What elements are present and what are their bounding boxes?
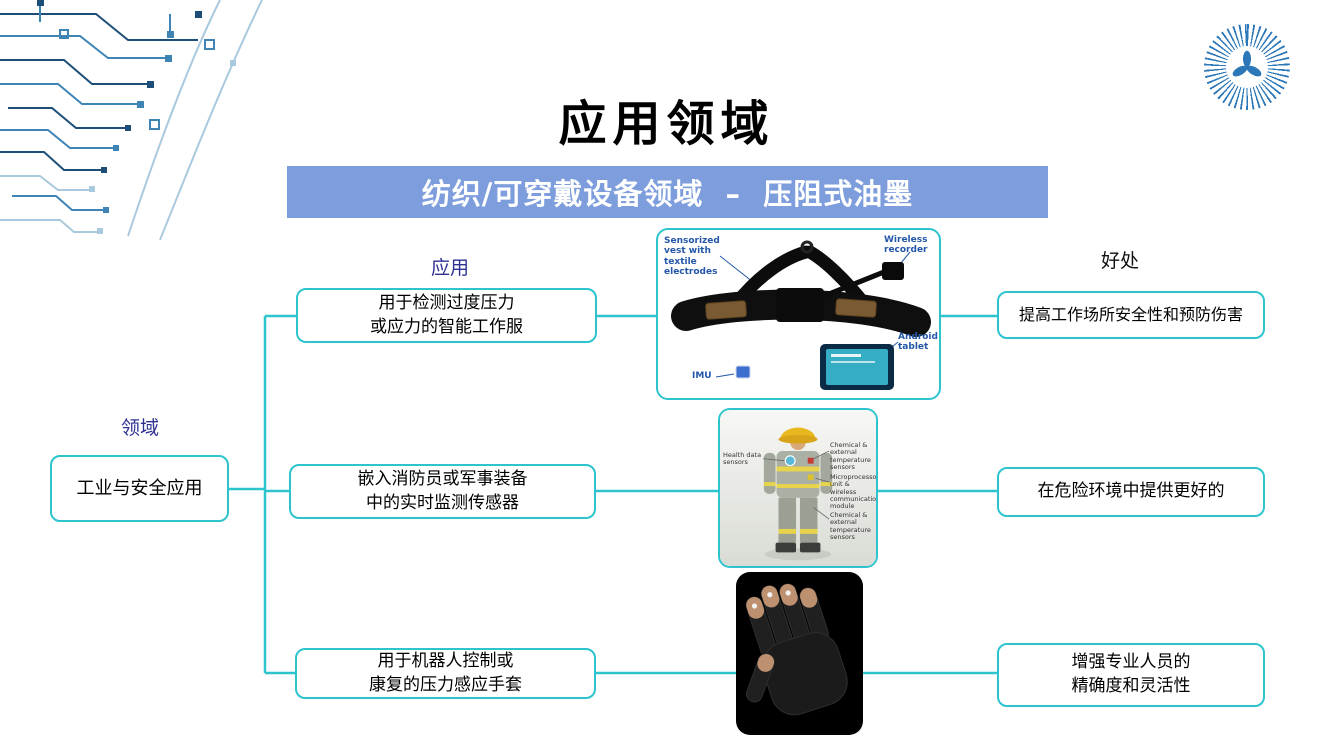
application-column-label: 应用 (430, 257, 469, 279)
imu-annotation: IMU (692, 371, 712, 381)
benefit-box-1: 提高工作场所安全性和预防伤害 (997, 291, 1265, 339)
firefighter-illustration (720, 410, 876, 566)
benefit-box-2: 在危险环境中提供更好的 (997, 467, 1265, 517)
chest-module (776, 288, 824, 322)
vest-annotation: Sensorized vest with textile electrodes (664, 236, 720, 278)
glove-figure (745, 583, 848, 716)
glove-image (736, 572, 863, 735)
benefit-box-3: 增强专业人员的 精确度和灵活性 (997, 643, 1265, 707)
imu-module (735, 365, 751, 379)
fan-logo-center (1226, 46, 1268, 88)
tablet-annotation: Android tablet (898, 332, 938, 353)
application-box-2: 嵌入消防员或军事装备 中的实时监测传感器 (289, 464, 596, 519)
chem-top-annotation: Chemical & external temperature sensors (830, 441, 871, 471)
firefighter-figure (763, 427, 833, 553)
section-banner: 纺织/可穿戴设备领域 – 压阻式油墨 (287, 166, 1048, 218)
microprocessor-annotation: Microprocessor unit & wireless communica… (830, 473, 878, 511)
health-sensor-annotation: Health data sensors (723, 451, 762, 467)
circuit-decoration (0, 0, 263, 240)
application-box-1: 用于检测过度压力 或应力的智能工作服 (296, 288, 597, 343)
wireless-recorder (882, 262, 904, 280)
page-title: 应用领域 (558, 96, 775, 152)
health-sensor (784, 455, 796, 467)
vest-image: Sensorized vest with textile electrodes … (656, 228, 941, 400)
fan-logo-icon (1204, 24, 1290, 110)
vest-illustration (671, 240, 931, 390)
domain-column-label: 领域 (120, 417, 159, 439)
recorder-annotation: Wireless recorder (884, 235, 928, 256)
glove-illustration (745, 583, 848, 716)
benefit-column-label: 好处 (1100, 250, 1139, 272)
application-box-3: 用于机器人控制或 康复的压力感应手套 (295, 648, 596, 699)
domain-box: 工业与安全应用 (50, 455, 229, 522)
android-tablet (820, 344, 894, 390)
firefighter-image: Health data sensors Chemical & external … (718, 408, 878, 568)
chem-bottom-annotation: Chemical & external temperature sensors (830, 511, 871, 541)
